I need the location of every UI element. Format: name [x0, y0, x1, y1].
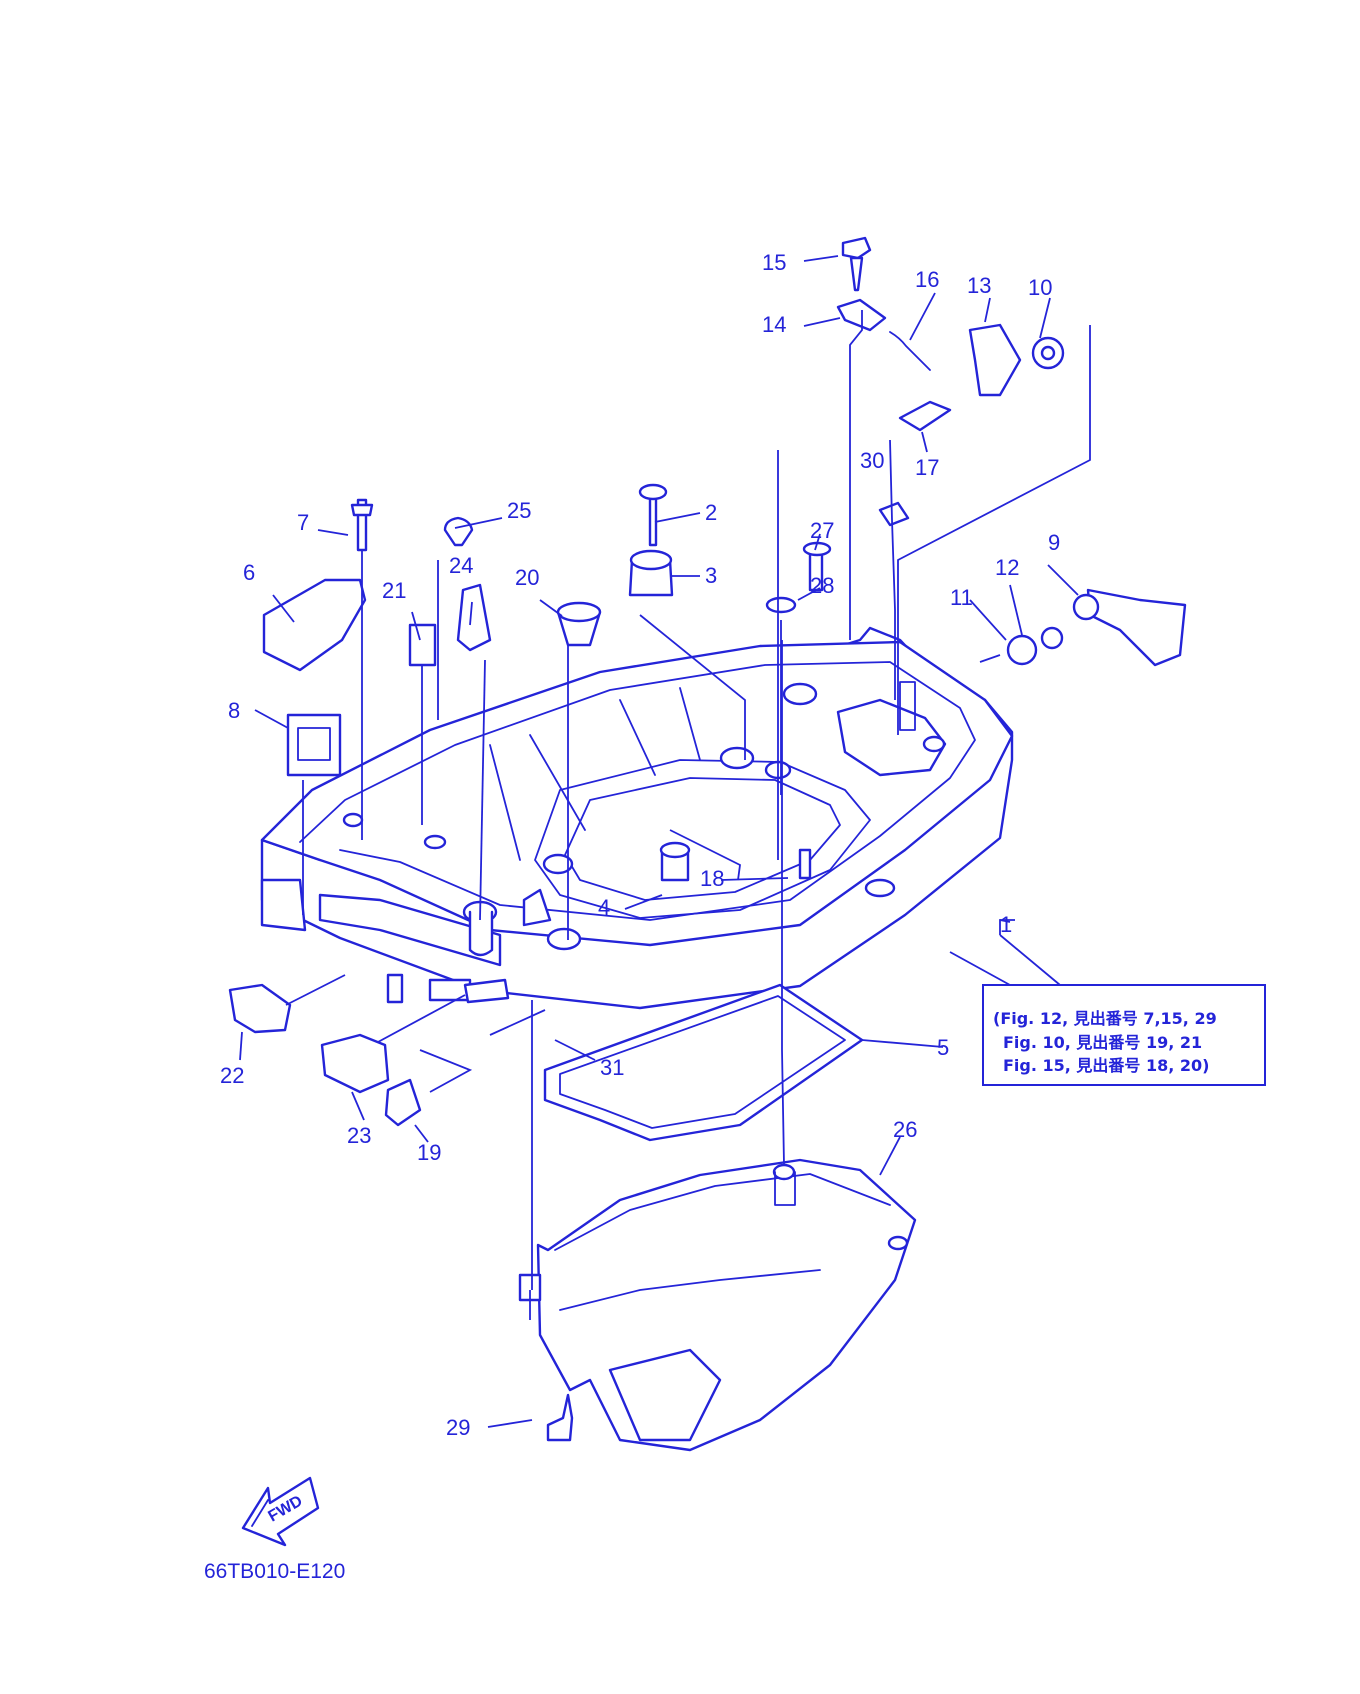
callout-21: 21: [382, 578, 406, 603]
callout-8: 8: [228, 698, 240, 723]
callout-pointers: [239, 255, 1079, 1428]
callout-10: 10: [1028, 275, 1052, 300]
callout-12: 12: [995, 555, 1019, 580]
callout-28: 28: [810, 573, 834, 598]
callout-3: 3: [705, 563, 717, 588]
callout-1: 1: [1000, 912, 1012, 937]
diagram-code: 66TB010-E120: [204, 1560, 345, 1583]
callout-17: 17: [915, 455, 939, 480]
callout-29: 29: [446, 1415, 470, 1440]
note-line-1: (Fig. 12, 見出番号 7,15, 29: [993, 1009, 1217, 1028]
callout-19: 19: [417, 1140, 441, 1165]
reference-note: (Fig. 12, 見出番号 7,15, 29 Fig. 10, 見出番号 19…: [982, 984, 1266, 1086]
callout-11: 11: [950, 585, 973, 610]
callout-22: 22: [220, 1063, 244, 1088]
callout-26: 26: [893, 1117, 917, 1142]
callout-15: 15: [762, 250, 786, 275]
callout-16: 16: [915, 267, 939, 292]
callout-7: 7: [297, 510, 309, 535]
callout-30: 30: [860, 448, 884, 473]
note-line-2: Fig. 10, 見出番号 19, 21: [1003, 1033, 1202, 1052]
callout-13: 13: [967, 273, 991, 298]
callout-27: 27: [810, 518, 834, 543]
callout-23: 23: [347, 1123, 371, 1148]
part-numbers: 1 2 3 4 5 6 7 8 9 10 11 12 13 14 15 16 1…: [220, 250, 1060, 1440]
callout-4: 4: [598, 895, 610, 920]
note-line-3: Fig. 15, 見出番号 18, 20): [1003, 1056, 1210, 1075]
callout-5: 5: [937, 1035, 949, 1060]
callout-18: 18: [700, 866, 724, 891]
cowling-seal-gasket: [543, 983, 864, 1142]
bottom-cowling: [260, 626, 1014, 1010]
callout-14: 14: [762, 312, 786, 337]
forward-arrow: FWD: [241, 1476, 320, 1547]
callout-6: 6: [243, 560, 255, 585]
callout-31: 31: [600, 1055, 624, 1080]
callout-2: 2: [705, 500, 717, 525]
callout-20: 20: [515, 565, 539, 590]
bottom-cover: [518, 1158, 917, 1452]
callout-25: 25: [507, 498, 531, 523]
callout-9: 9: [1048, 530, 1060, 555]
callout-24: 24: [449, 553, 473, 578]
